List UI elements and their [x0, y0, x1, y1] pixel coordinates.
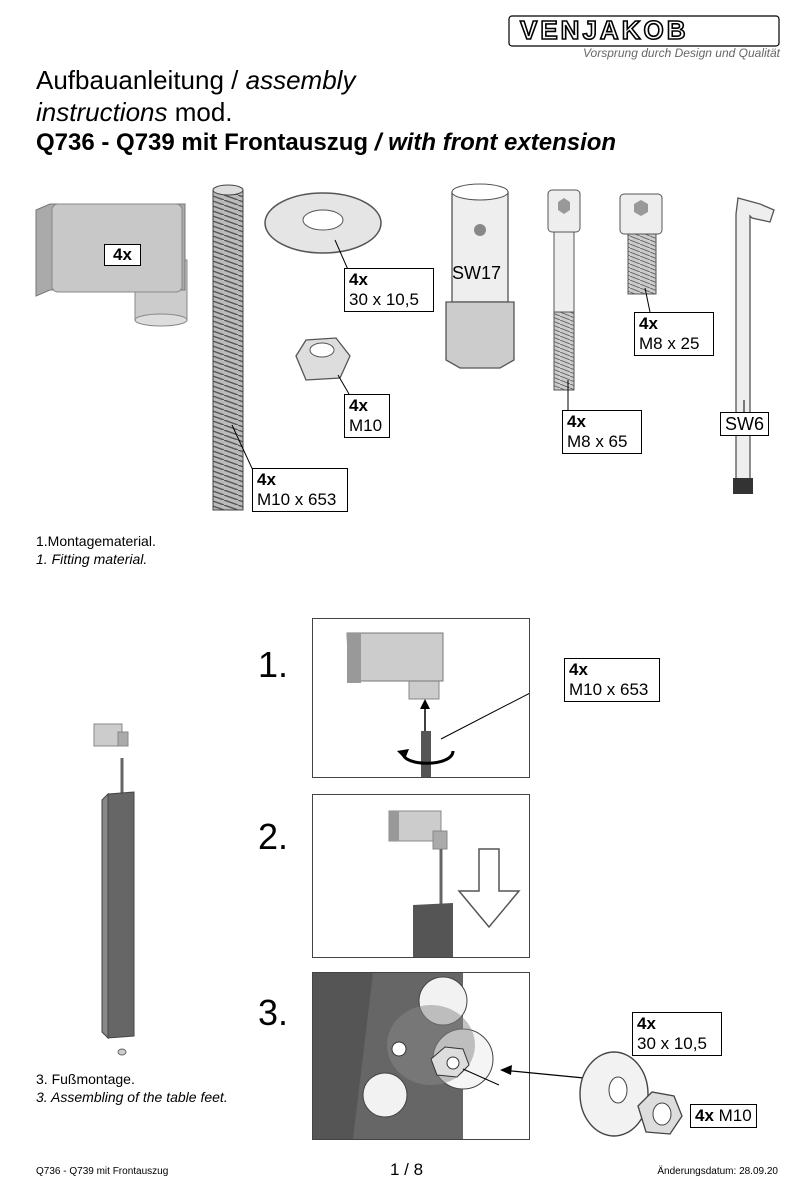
step-number-3: 3.	[258, 992, 289, 1033]
step-number-1: 1.	[258, 644, 289, 685]
logo-text: VENJAKOB	[519, 14, 689, 46]
step-3-frame	[312, 972, 530, 1140]
title-line-3: Q736 - Q739 mit Frontauszug / with front…	[36, 129, 617, 156]
screw-short-icon	[619, 193, 663, 313]
parts-illustration	[35, 183, 775, 511]
step-number-2: 2.	[258, 816, 289, 857]
connector-qty-label: 4x	[104, 244, 141, 266]
title-line-1: Aufbauanleitung / assembly	[36, 65, 356, 95]
hex-key-label: SW6	[720, 412, 770, 436]
logo-mark	[508, 15, 780, 47]
caption-feet-assembly: 3. Fußmontage. 3. Assembling of the tabl…	[36, 1071, 228, 1105]
title-line-2: instructions mod.	[36, 97, 233, 127]
step-1-illustration	[346, 632, 529, 777]
step-1-frame	[312, 618, 530, 778]
step-3-arrow	[500, 1065, 585, 1079]
brand-logo: VENJAKOB Vorsprung durch Design und Qual…	[508, 14, 780, 60]
step-3-illustration	[313, 973, 500, 1139]
hex-key-icon	[733, 197, 775, 494]
threaded-rod-icon	[212, 184, 257, 511]
screw-long-icon	[547, 189, 581, 412]
footer-left: Q736 - Q739 mit Frontauszug	[36, 1166, 169, 1177]
step-3-parts	[579, 1051, 683, 1137]
socket-wrench-icon	[445, 183, 515, 369]
socket-wrench-label: SW17	[452, 263, 502, 283]
logo-tagline: Vorsprung durch Design und Qualität	[582, 46, 780, 60]
washer-icon	[264, 192, 382, 273]
step-2-illustration	[388, 810, 521, 957]
step-2-frame	[312, 794, 530, 958]
step-3-nut-label: 4x M10	[690, 1104, 757, 1128]
page-number: 1 / 8	[390, 1160, 424, 1179]
leg-assembly-illustration	[93, 723, 135, 1056]
page-title: Aufbauanleitung / assembly instructions …	[36, 64, 756, 158]
nut-icon	[295, 337, 351, 395]
footer-right: Änderungsdatum: 28.09.20	[657, 1166, 778, 1177]
caption-fitting-material: 1.Montagematerial. 1. Fitting material.	[36, 533, 156, 567]
